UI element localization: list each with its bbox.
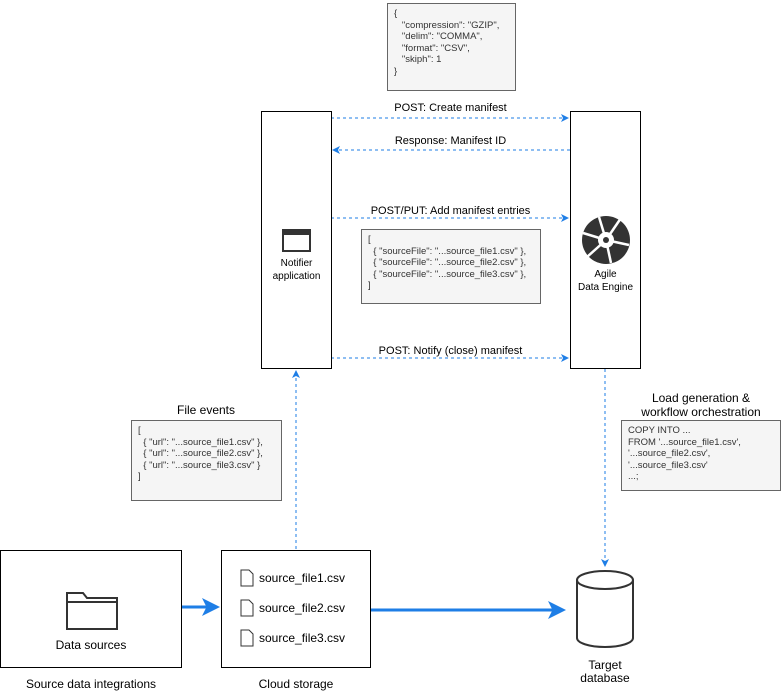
- target-database-label: Target database: [580, 658, 630, 685]
- label-create-manifest: POST: Create manifest: [394, 102, 507, 114]
- agile-data-engine: Agile Data Engine: [570, 111, 641, 369]
- folder-icon: [66, 592, 118, 630]
- load-sql-code: COPY INTO ... FROM '...source_file1.csv'…: [621, 420, 781, 491]
- window-icon: [282, 229, 311, 252]
- file-events-title: File events: [176, 403, 236, 417]
- manifest-settings-code: { "compression": "GZIP", "delim": "COMMA…: [387, 3, 516, 91]
- cloud-storage-caption: Cloud storage: [258, 677, 334, 691]
- notifier-label: Notifier application: [272, 258, 321, 282]
- cloud-storage-box: source_file1.csv source_file2.csv source…: [221, 550, 371, 668]
- file-icon: [240, 599, 254, 617]
- file-name: source_file2.csv: [259, 601, 346, 615]
- load-generation-title: Load generation & workflow orchestration: [641, 391, 761, 419]
- label-notify: POST: Notify (close) manifest: [378, 345, 523, 357]
- data-sources-box: Data sources: [0, 550, 182, 668]
- file-name: source_file1.csv: [259, 571, 346, 585]
- aperture-logo-icon: [582, 216, 630, 264]
- notifier-application: Notifier application: [261, 111, 332, 369]
- file-name: source_file3.csv: [259, 631, 346, 645]
- engine-label: Agile Data Engine: [577, 269, 634, 293]
- file-icon: [240, 629, 254, 647]
- label-response: Response: Manifest ID: [394, 135, 507, 147]
- database-icon: [576, 570, 634, 648]
- source-data-integrations-caption: Source data integrations: [25, 677, 157, 691]
- file-events-code: [ { "url": "...source_file1.csv" }, { "u…: [131, 420, 282, 501]
- file-icon: [240, 569, 254, 587]
- manifest-entries-code: [ { "sourceFile": "...source_file1.csv" …: [361, 229, 541, 304]
- label-add-entries: POST/PUT: Add manifest entries: [370, 205, 531, 217]
- data-sources-label: Data sources: [55, 638, 127, 652]
